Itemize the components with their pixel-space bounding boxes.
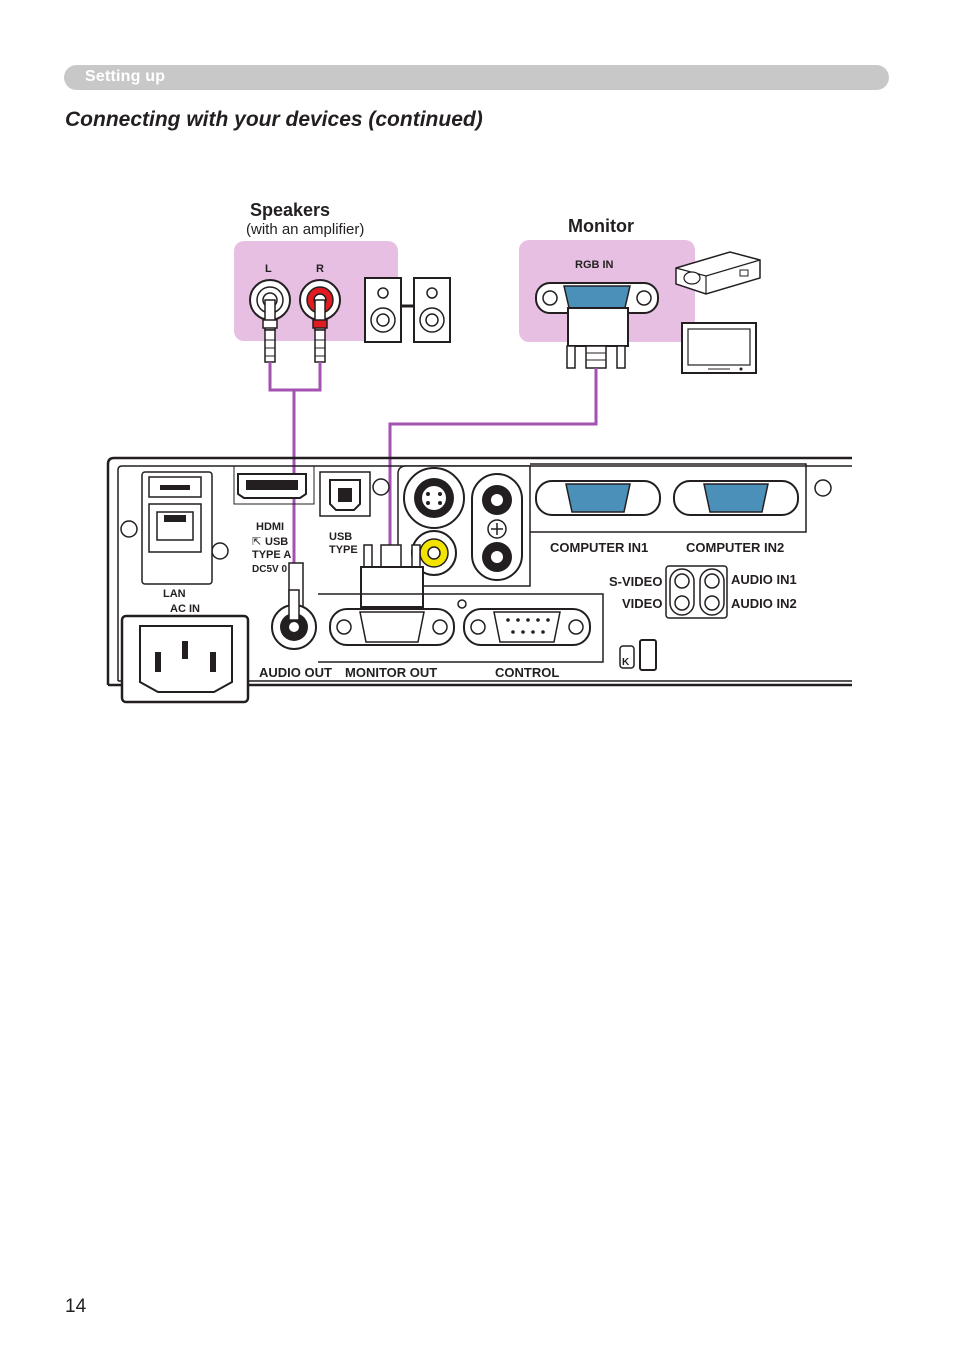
audio-in2-label: AUDIO IN2 [731,596,797,611]
usb-type-a-icon: ⇱ [252,536,261,548]
rgb-in-port [535,282,659,314]
monitor-out-label: MONITOR OUT [345,665,437,680]
rca-plug-right [312,299,328,363]
lan-label: LAN [163,588,186,600]
monitor-port-label: RGB IN [575,259,614,271]
computer-in-block [530,463,807,533]
monitor-device: Monitor RGB IN [519,216,761,374]
section-header-bar: Setting up [64,65,889,90]
speaker-left-label: L [265,263,272,275]
s-video-label: S-VIDEO [609,574,662,589]
page-title: Connecting with your devices (continued) [65,108,483,131]
computer-in2-port [673,480,799,516]
usb-power-label: DC5V 0 [252,564,287,575]
computer-in1-label: COMPUTER IN1 [550,540,648,555]
lan-port [141,471,213,585]
monitor-title: Monitor [568,216,634,236]
computer-in2-label: COMPUTER IN2 [686,540,784,555]
audio-out-jack [271,589,317,650]
speaker-box-left-icon [364,277,402,343]
connection-diagram: Speakers (with an amplifier) L R [106,200,852,704]
control-port [463,608,591,646]
speaker-box-right-icon [413,277,451,343]
monitor-out-port [329,608,455,646]
speaker-right-label: R [316,263,324,275]
rca-plug-left [262,299,278,363]
section-label: Setting up [85,68,166,85]
panel-indicator [457,599,467,609]
speaker-cable-split [268,362,322,392]
usb-b-label: USB [329,531,352,543]
hdmi-label: HDMI [256,521,284,533]
ac-in-socket [120,614,250,704]
computer-in1-port [535,480,661,516]
vga-plug-monitor [566,307,629,369]
speakers-note: (with an amplifier) [246,221,364,238]
hdmi-port [237,473,307,499]
usb-b-port [319,471,371,517]
page-number: 14 [65,1296,87,1317]
usb-a-label: USB [265,536,288,548]
control-label: CONTROL [495,665,559,680]
video-label: VIDEO [622,596,662,611]
ac-in-label: AC IN [170,603,200,615]
speakers-device: Speakers (with an amplifier) L R [234,200,451,363]
kensington-lock-icon: K [619,639,657,671]
av-input-block [397,465,531,587]
svg-text:K: K [622,657,630,668]
projector-icon [675,251,761,295]
speakers-title: Speakers [250,200,330,220]
audio-in1-label: AUDIO IN1 [731,572,797,587]
tv-monitor-icon [681,322,757,374]
usb-a-type-label: TYPE A [252,549,291,561]
vga-cable [388,368,598,545]
audio-out-label: AUDIO OUT [259,665,332,680]
vga-plug-projector [360,544,424,608]
projector-rear-panel: LAN AC IN HDMI ⇱ USB TYPE A DC5V 0 USB T… [106,456,852,704]
usb-b-type-label: TYPE [329,544,358,556]
av-legend-icons [665,565,728,619]
